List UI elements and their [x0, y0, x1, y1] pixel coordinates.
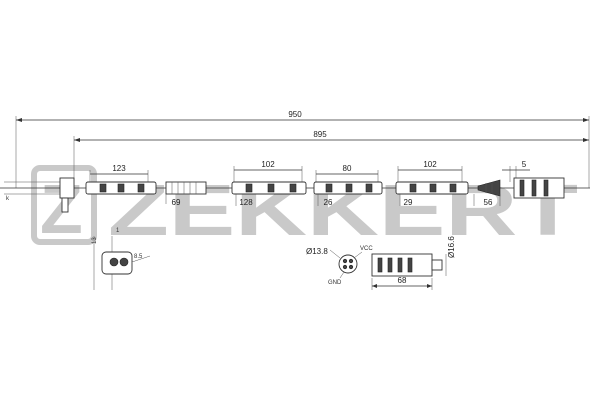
connector-side-view: Ø16.6 68: [371, 236, 456, 290]
clip-group-3: 80 26: [313, 164, 383, 207]
face-diameter-label: Ø13.8: [306, 247, 328, 256]
clip-group-4: 102 29: [395, 160, 469, 207]
side-length-label: 68: [398, 276, 407, 285]
overall-length-label: 950: [288, 110, 302, 119]
clip-1-label: 123: [112, 164, 126, 173]
clip-2-label: 102: [261, 160, 275, 169]
corrugated-section-1: 69: [165, 181, 207, 207]
sensor-label-a: 13: [92, 237, 98, 244]
seg-128-label: 128: [239, 198, 253, 207]
seg-69-label: 69: [172, 198, 181, 207]
svg-text:k: k: [6, 196, 10, 202]
connector-plug: 5: [502, 160, 565, 199]
cable-length-label: 895: [313, 130, 327, 139]
connector-face-view: Ø13.8 VCC GND: [306, 246, 373, 286]
gap-5-label: 5: [522, 160, 527, 169]
sensor-label-c: 8.5: [134, 254, 143, 260]
clip-group-2: 102 128: [231, 160, 307, 207]
sensor-detail-view: 13 1 8.5: [92, 228, 151, 290]
vcc-label: VCC: [360, 246, 373, 252]
sensor-head: k: [4, 177, 75, 213]
clip-3-label: 80: [343, 164, 352, 173]
seg-29-label: 29: [404, 198, 413, 207]
logo-frame: [31, 165, 97, 245]
seg-56-label: 56: [484, 198, 493, 207]
clip-4-label: 102: [423, 160, 437, 169]
brand-watermark: Z ZEKKERT: [31, 165, 578, 251]
sensor-label-b: 1: [116, 228, 120, 234]
clip-group-1: 123: [85, 164, 157, 195]
connector-boot: 56: [473, 179, 501, 207]
dimension-overall: 950: [15, 110, 590, 188]
seg-26-label: 26: [324, 198, 333, 207]
gnd-label: GND: [328, 280, 342, 286]
side-diameter-label: Ø16.6: [447, 236, 456, 258]
